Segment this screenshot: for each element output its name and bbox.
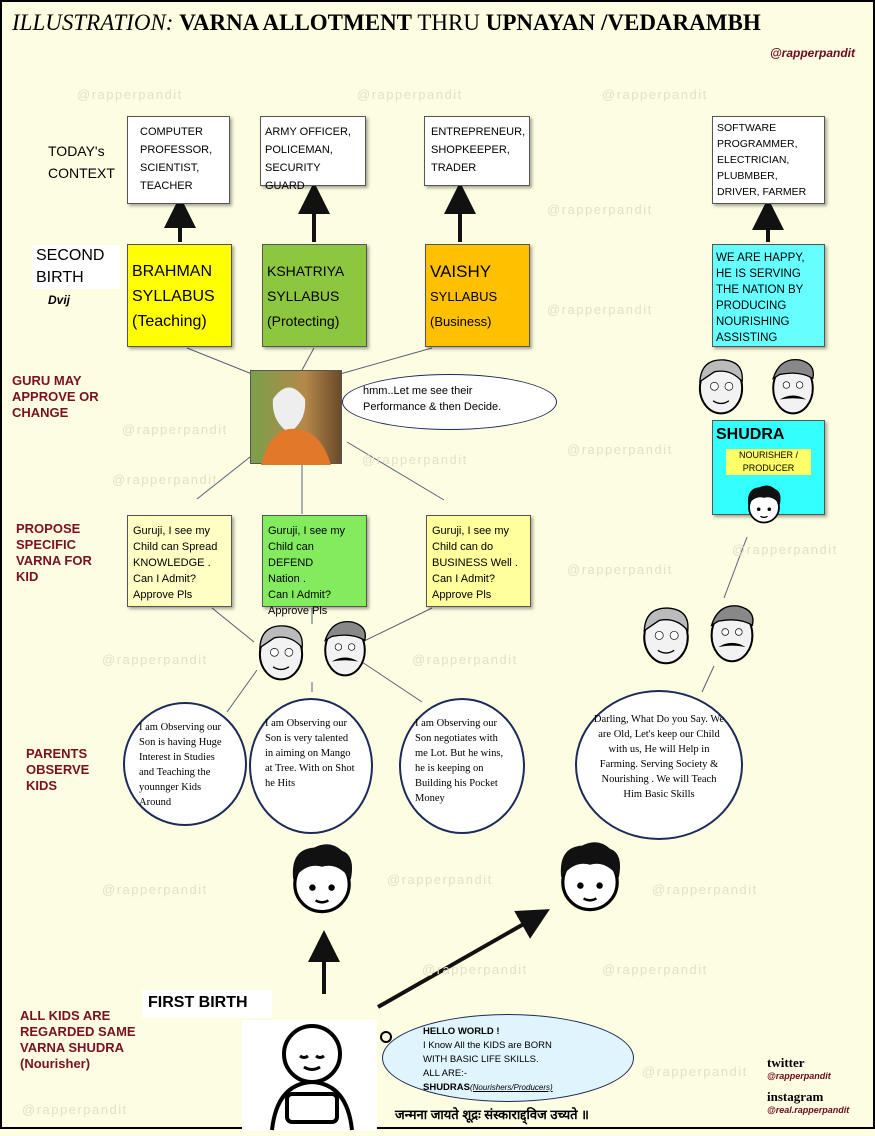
watermark: @rapperpandit bbox=[567, 562, 673, 577]
thought-dot bbox=[380, 1031, 392, 1043]
label-all-kids: ALL KIDS ARE REGARDED SAME VARNA SHUDRA … bbox=[20, 1008, 136, 1071]
page-title: ILLUSTRATION: VARNA ALLOTMENT THRU UPNAY… bbox=[12, 10, 761, 35]
sanskrit-verse: जन्मना जायते शूद्रः संस्काराद्द्विज उच्य… bbox=[395, 1107, 589, 1122]
watermark: @rapperpandit bbox=[412, 652, 518, 667]
instagram-handle[interactable]: @real.rapperpandit bbox=[767, 1105, 850, 1115]
mother-face-icon bbox=[632, 600, 700, 673]
father-face-icon bbox=[760, 352, 826, 423]
watermark: @rapperpandit bbox=[642, 1064, 748, 1079]
baby-image bbox=[242, 1020, 377, 1131]
watermark: @rapperpandit bbox=[547, 202, 653, 217]
context-box-kshatriya: ARMY OFFICER, POLICEMAN, SECURITY GUARD bbox=[260, 116, 366, 192]
watermark: @rapperpandit bbox=[547, 302, 653, 317]
father-face-icon bbox=[312, 614, 378, 685]
watermark: @rapperpandit bbox=[112, 472, 218, 487]
context-box-brahman: COMPUTER PROFESSOR, SCIENTIST, TEACHER bbox=[127, 116, 230, 204]
watermark: @rapperpandit bbox=[102, 652, 208, 667]
mother-face-icon bbox=[688, 352, 754, 423]
twitter-label: twitter bbox=[767, 1055, 805, 1070]
kid-face-icon bbox=[550, 836, 630, 921]
watermark: @rapperpandit bbox=[102, 882, 208, 897]
context-box-shudra: SOFTWARE PROGRAMMER, ELECTRICIAN, PLUBMB… bbox=[712, 116, 825, 204]
observation-bubble-4: Darling, What Do you Say. We are Old, Le… bbox=[575, 690, 743, 840]
guru-icon bbox=[261, 387, 331, 465]
context-box-vaishy: ENTREPRENEUR, SHOPKEEPER, TRADER bbox=[424, 116, 530, 186]
instagram-label: instagram bbox=[767, 1089, 824, 1104]
label-propose: PROPOSE SPECIFIC VARNA FOR KID bbox=[16, 521, 92, 584]
happy-box: WE ARE HAPPY, HE IS SERVING THE NATION B… bbox=[712, 244, 825, 347]
twitter-handle[interactable]: @rapperpandit bbox=[767, 1071, 831, 1081]
kid-face-icon bbox=[742, 482, 786, 531]
watermark: @rapperpandit bbox=[357, 87, 463, 102]
watermark: @rapperpandit bbox=[732, 542, 838, 557]
watermark: @rapperpandit bbox=[602, 87, 708, 102]
watermark: @rapperpandit bbox=[362, 452, 468, 467]
arrow-diagonal bbox=[377, 909, 550, 1009]
observation-bubble-1: I am Observing our Son is having Huge In… bbox=[123, 702, 247, 826]
watermark: @rapperpandit bbox=[122, 422, 228, 437]
kid-face-icon bbox=[282, 838, 362, 923]
father-face-icon bbox=[698, 598, 766, 671]
author-handle: @rapperpandit bbox=[769, 46, 855, 60]
label-parents: PARENTS OBSERVE KIDS bbox=[26, 746, 90, 793]
watermark: @rapperpandit bbox=[652, 882, 758, 897]
watermark: @rapperpandit bbox=[77, 87, 183, 102]
label-guru: GURU MAY APPROVE OR CHANGE bbox=[12, 373, 99, 420]
observation-bubble-3: I am Observing our Son negotiates with m… bbox=[399, 698, 525, 834]
watermark: @rapperpandit bbox=[567, 442, 673, 457]
watermark: @rapperpandit bbox=[602, 962, 708, 977]
watermark: @rapperpandit bbox=[422, 962, 528, 977]
baby-icon bbox=[270, 1024, 354, 1131]
mother-face-icon bbox=[248, 618, 314, 689]
watermark: @rapperpandit bbox=[22, 1102, 128, 1117]
watermark: @rapperpandit bbox=[387, 872, 493, 887]
first-birth-label: FIRST BIRTH bbox=[142, 990, 272, 1018]
baby-speech-bubble: HELLO WORLD !I Know All the KIDS are BOR… bbox=[382, 1014, 634, 1102]
guru-image bbox=[250, 370, 342, 465]
label-todays-context: TODAY's CONTEXT bbox=[48, 143, 115, 181]
label-dvij: Dvij bbox=[48, 293, 71, 307]
guru-speech-bubble: hmm..Let me see their Performance & then… bbox=[342, 374, 557, 430]
observation-bubble-2: I am Observing our Son is very talented … bbox=[249, 698, 373, 834]
label-second-birth: SECOND BIRTH bbox=[32, 245, 120, 289]
